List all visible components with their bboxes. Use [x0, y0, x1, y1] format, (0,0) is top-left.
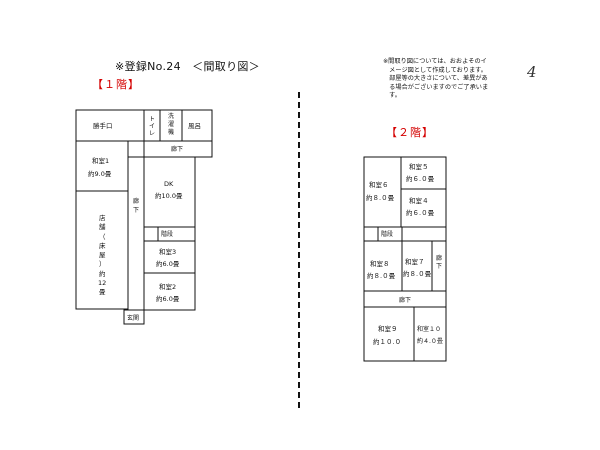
room-genkan	[123, 309, 145, 325]
label-dk-size: 約10.0畳	[155, 191, 183, 200]
label-rouka-side-1: 廊	[436, 254, 442, 262]
label-rouka-v-1: 廊	[133, 197, 139, 205]
label-washitsu4-name: 和室４	[409, 196, 429, 205]
label-tenpo-1: 店	[99, 213, 106, 222]
label-washitsu2-size: 約6.0畳	[156, 294, 180, 303]
label-tenpo-5: 屋	[99, 251, 106, 259]
label-rouka-side-2: 下	[436, 263, 442, 270]
label-tenpo-6: ）	[99, 260, 106, 268]
label-washitsu3-name: 和室3	[159, 247, 176, 256]
room-washitsu4	[400, 188, 447, 228]
label-katteguchi: 勝手口	[93, 121, 113, 130]
label-washitsu7-name: 和室７	[405, 257, 425, 266]
handwritten-page-number: 4	[527, 63, 537, 81]
label-tenpo-3: （	[99, 233, 106, 241]
label-kaidan-2f: 階段	[381, 230, 393, 238]
room-katteguchi	[75, 109, 145, 142]
note-line: す。	[383, 92, 401, 100]
room-washitsu5	[400, 156, 447, 190]
room-washitsu3	[143, 240, 196, 274]
label-sentaku-1: 洗	[168, 112, 174, 120]
label-tenpo-4: 床	[99, 241, 106, 250]
label-washitsu8-size: 約８.０畳	[367, 271, 396, 280]
label-tenpo-9: 畳	[99, 288, 106, 296]
label-rouka-2f: 廊下	[399, 296, 411, 304]
room-washitsu1	[75, 140, 129, 192]
room-washitsu9	[363, 306, 415, 362]
label-washitsu3-size: 約6.0畳	[156, 259, 180, 268]
page-title: ※登録No.24 ＜間取り図＞	[115, 60, 260, 73]
label-genkan: 玄関	[127, 314, 139, 322]
note-line: 部屋等の大きさについて、差異があ	[383, 75, 488, 83]
floor2-label: 【２階】	[386, 126, 434, 139]
disclaimer-note: ※間取り図については、おおよそのイ メージ図として作成しております。 部屋等の大…	[383, 58, 523, 101]
room-washitsu6	[363, 156, 402, 228]
label-washitsu1-name: 和室1	[92, 156, 109, 165]
room-washitsu2	[143, 272, 196, 311]
label-washitsu2-name: 和室2	[159, 282, 176, 291]
room-washitsu8	[363, 240, 403, 292]
label-dk-name: DK	[164, 180, 174, 188]
label-washitsu9-size: 約１０.０	[373, 337, 401, 346]
room-kaidan-box-2f	[363, 226, 379, 242]
label-rouka-top: 廊下	[171, 145, 183, 153]
label-rouka-v-2: 下	[133, 207, 139, 214]
note-line: る場合がございますのでご了承いま	[383, 83, 489, 91]
note-line: ※間取り図については、おおよそのイ	[383, 58, 487, 65]
label-furo: 風呂	[188, 122, 201, 130]
label-tenpo-7: 約	[99, 269, 106, 278]
label-toilet-1: ト	[149, 116, 155, 123]
label-washitsu1-size: 約9.0畳	[88, 169, 112, 178]
note-line: メージ図として作成しております。	[383, 66, 487, 74]
room-tenpo	[75, 190, 129, 310]
room-upper-passage-2f	[401, 226, 447, 242]
label-washitsu10-name: 和室１０	[417, 325, 441, 333]
label-washitsu10-size: 約４.０畳	[417, 337, 443, 345]
label-washitsu6-size: 約８.０畳	[366, 193, 395, 202]
section-divider	[298, 92, 300, 408]
label-sentaku-3: 機	[168, 128, 174, 136]
label-tenpo-2: 舗	[99, 222, 106, 231]
floor1-label: 【１階】	[92, 78, 140, 91]
label-washitsu7-size: 約８.０畳	[403, 269, 432, 278]
label-washitsu5-size: 約６.０畳	[406, 174, 435, 183]
label-washitsu8-name: 和室８	[370, 259, 390, 268]
room-washitsu7	[401, 240, 433, 292]
label-washitsu5-name: 和室５	[409, 162, 429, 171]
label-sentaku-2: 濯	[168, 120, 174, 128]
label-washitsu4-size: 約６.０畳	[406, 208, 435, 217]
label-toilet-2: イ	[149, 123, 155, 130]
label-kaidan-1f: 階段	[161, 230, 173, 238]
label-washitsu9-name: 和室９	[378, 324, 398, 333]
room-washitsu10	[413, 306, 447, 362]
label-toilet-3: レ	[149, 130, 155, 137]
label-washitsu6-name: 和室６	[369, 180, 389, 189]
label-tenpo-8: 12	[98, 279, 106, 287]
